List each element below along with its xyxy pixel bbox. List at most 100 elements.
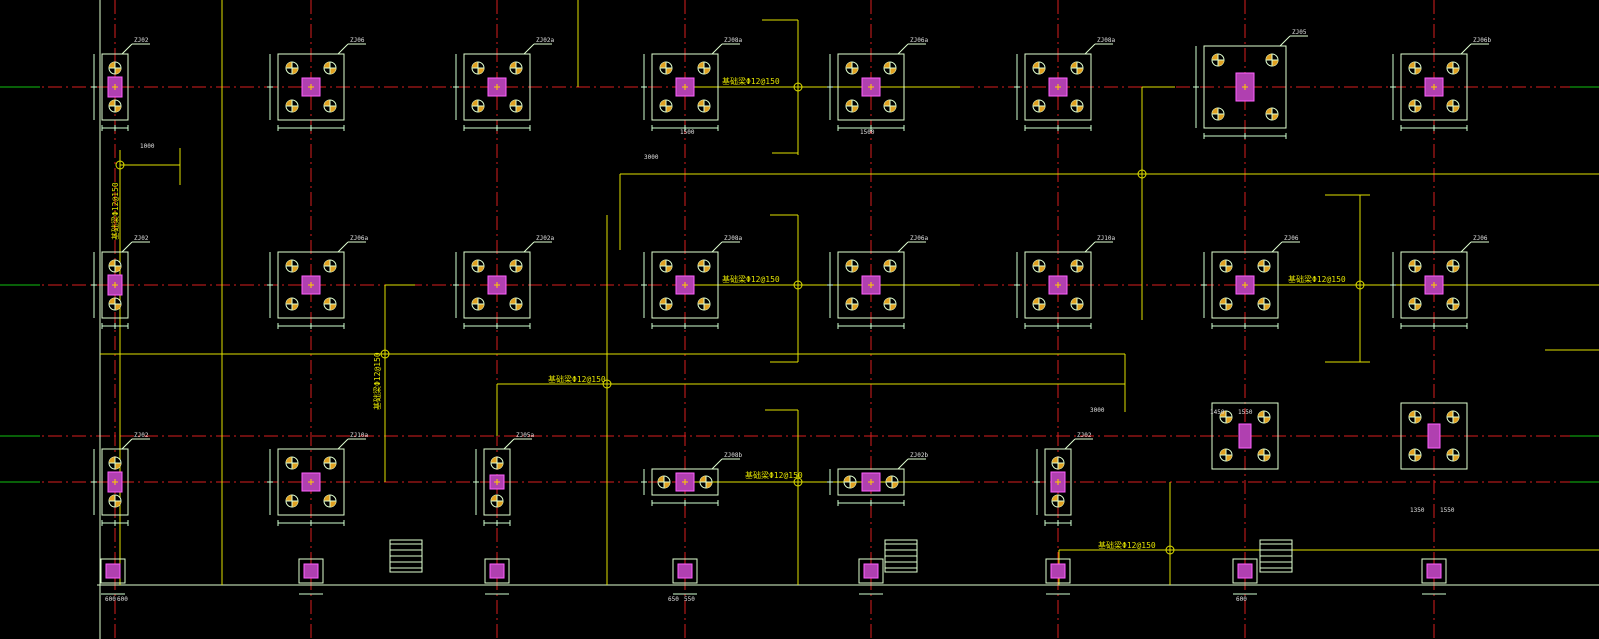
pile-symbol bbox=[471, 297, 485, 311]
pile-quadrant bbox=[660, 298, 666, 304]
pile-quadrant bbox=[844, 476, 850, 482]
pile-quadrant bbox=[1447, 298, 1453, 304]
pile-quadrant bbox=[1218, 60, 1224, 66]
pile-cap: ZJ05 bbox=[1193, 29, 1308, 139]
pile-cap: ZJ02 bbox=[91, 37, 150, 131]
tie-junction-marker bbox=[793, 477, 803, 487]
pile-quadrant bbox=[330, 304, 336, 310]
pile-cap-outline bbox=[277, 448, 345, 516]
pile-symbol bbox=[1219, 410, 1233, 424]
tie-beam-label: 基础梁Φ12@150 bbox=[110, 182, 120, 240]
pile-quadrant bbox=[1039, 266, 1045, 272]
tie-beam-label: 基础梁Φ12@150 bbox=[722, 274, 780, 284]
pile-quadrant bbox=[292, 106, 298, 112]
pile-quadrant bbox=[892, 482, 898, 488]
column-section bbox=[1237, 563, 1253, 579]
pile-symbol bbox=[1408, 259, 1422, 273]
tie-beam-layer bbox=[100, 0, 1599, 585]
pile-quadrant bbox=[510, 298, 516, 304]
pile-quadrant bbox=[491, 495, 497, 501]
small-footing bbox=[672, 558, 698, 595]
pile-cap-label: ZJ05a bbox=[516, 432, 534, 439]
pile-symbol bbox=[697, 259, 711, 273]
dimension-value: 600 bbox=[117, 596, 128, 603]
pile-cap-outline bbox=[1024, 251, 1092, 319]
pile-quadrant bbox=[666, 304, 672, 310]
pile-cap-label: ZJ02 bbox=[1077, 432, 1092, 439]
pile-quadrant bbox=[510, 260, 516, 266]
pile-quadrant bbox=[1453, 106, 1459, 112]
pile-quadrant bbox=[1039, 106, 1045, 112]
small-footing-outline bbox=[484, 558, 510, 584]
pile-quadrant bbox=[286, 298, 292, 304]
pile-quadrant bbox=[1264, 455, 1270, 461]
pile-symbol bbox=[883, 297, 897, 311]
pile-quadrant bbox=[658, 476, 664, 482]
pile-symbol bbox=[885, 475, 899, 489]
pile-quadrant bbox=[1447, 62, 1453, 68]
pile-quadrant bbox=[846, 100, 852, 106]
pile-quadrant bbox=[890, 304, 896, 310]
pile-quadrant bbox=[324, 62, 330, 68]
cap-label-leader bbox=[1064, 438, 1076, 450]
pile-cap: ZJ06a bbox=[827, 37, 928, 131]
pile-quadrant bbox=[1453, 304, 1459, 310]
pile-symbol bbox=[1257, 259, 1271, 273]
pile-quadrant bbox=[472, 62, 478, 68]
dimension-value: 1000 bbox=[140, 143, 155, 150]
dimension-value: 600 bbox=[1236, 596, 1247, 603]
pile-quadrant bbox=[1266, 54, 1272, 60]
small-footing bbox=[1421, 558, 1447, 595]
pile-cap-outline bbox=[463, 53, 531, 121]
pile-symbol bbox=[659, 297, 673, 311]
pile-quadrant bbox=[1415, 68, 1421, 74]
pile-cap bbox=[1400, 402, 1468, 470]
small-footing-outline bbox=[858, 558, 884, 584]
pile-symbol bbox=[1070, 61, 1084, 75]
pile-quadrant bbox=[1258, 411, 1264, 417]
pile-symbol bbox=[883, 259, 897, 273]
pile-quadrant bbox=[330, 68, 336, 74]
cap-label-leader bbox=[1084, 43, 1096, 55]
pile-symbol bbox=[1408, 297, 1422, 311]
pile-quadrant bbox=[292, 266, 298, 272]
pile-quadrant bbox=[478, 68, 484, 74]
pile-cap: ZJ06 bbox=[1201, 235, 1300, 329]
pile-quadrant bbox=[324, 298, 330, 304]
pile-symbol bbox=[108, 259, 122, 273]
pile-cap-outline bbox=[651, 251, 719, 319]
pile-quadrant bbox=[1220, 298, 1226, 304]
pile-cap-label: ZJ06a bbox=[910, 235, 928, 242]
pile-quadrant bbox=[292, 501, 298, 507]
pile-quadrant bbox=[1052, 457, 1058, 463]
pile-cap-label: ZJ02b bbox=[910, 452, 928, 459]
pile-cap: ZJ08a bbox=[641, 235, 742, 329]
pile-cap: ZJ08b bbox=[641, 452, 742, 506]
pile-cap-outline bbox=[1024, 53, 1092, 121]
pile-quadrant bbox=[852, 266, 858, 272]
pile-quadrant bbox=[1264, 266, 1270, 272]
pile-symbol bbox=[285, 456, 299, 470]
pile-quadrant bbox=[1409, 411, 1415, 417]
pile-cap: ZJ06b bbox=[1390, 37, 1491, 131]
pile-quadrant bbox=[286, 100, 292, 106]
dimension-value: 3000 bbox=[1090, 407, 1105, 414]
pile-quadrant bbox=[478, 304, 484, 310]
pile-quadrant bbox=[1218, 114, 1224, 120]
pile-quadrant bbox=[1212, 108, 1218, 114]
pile-quadrant bbox=[286, 457, 292, 463]
pile-quadrant bbox=[1258, 260, 1264, 266]
pile-symbol bbox=[1032, 99, 1046, 113]
pile-symbol bbox=[1032, 61, 1046, 75]
pile-quadrant bbox=[1033, 100, 1039, 106]
column-section bbox=[303, 563, 319, 579]
pile-quadrant bbox=[330, 463, 336, 469]
tie-beam-label: 基础梁Φ12@150 bbox=[548, 374, 606, 384]
tie-junction-marker bbox=[1165, 545, 1175, 555]
cap-label-leader bbox=[121, 438, 133, 450]
small-footing-outline bbox=[1045, 558, 1071, 584]
pile-quadrant bbox=[1453, 417, 1459, 423]
